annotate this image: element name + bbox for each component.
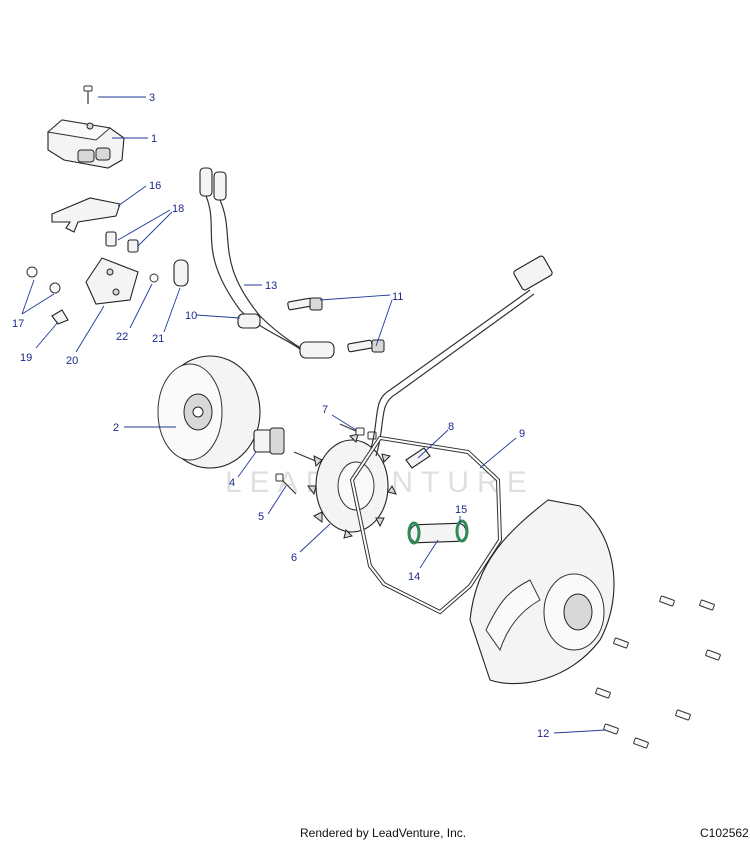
callout-4: 4 (229, 477, 235, 489)
callout-20: 20 (66, 355, 78, 367)
callout-19: 19 (20, 352, 32, 364)
callout-17: 17 (12, 318, 24, 330)
callout-labels: 3 1 16 18 17 19 20 22 21 10 13 11 2 4 5 … (12, 92, 549, 740)
callout-5: 5 (258, 511, 264, 523)
callout-16: 16 (149, 180, 161, 192)
part-16-bracket[interactable] (51, 197, 121, 233)
callout-18: 18 (172, 203, 184, 215)
leader-lines (21, 96, 607, 734)
part-20-plate[interactable] (85, 257, 139, 305)
callout-7: 7 (322, 404, 328, 416)
footer-credit: Rendered by LeadVenture, Inc. (300, 826, 467, 840)
callout-15: 15 (455, 504, 467, 516)
part-4-gear[interactable] (253, 427, 285, 455)
callout-6: 6 (291, 552, 297, 564)
part-18-clips[interactable] (105, 231, 139, 253)
part-12-bolts[interactable] (595, 595, 721, 749)
part-7-screws[interactable] (339, 423, 377, 440)
callout-21: 21 (152, 333, 164, 345)
callout-14: 14 (408, 571, 420, 583)
callout-12: 12 (537, 728, 549, 740)
part-gear-bolt[interactable] (293, 451, 319, 463)
callout-9: 9 (519, 428, 525, 440)
part-2-flywheel[interactable] (157, 355, 261, 469)
part-22-nut[interactable] (149, 273, 159, 283)
diagram-code: C102562 (700, 826, 749, 840)
part-9-gasket[interactable] (349, 435, 503, 615)
callout-2: 2 (113, 422, 119, 434)
callout-8: 8 (448, 421, 454, 433)
part-5-bolt[interactable] (275, 473, 297, 495)
part-11-spark-plugs[interactable] (287, 297, 385, 353)
part-19-clip[interactable] (51, 309, 69, 325)
callout-3: 3 (149, 92, 155, 104)
callout-1: 1 (151, 133, 157, 145)
part-17-bolts[interactable] (26, 266, 61, 294)
callout-22: 22 (116, 331, 128, 343)
part-3-screw[interactable] (83, 85, 93, 104)
generator-housing[interactable] (469, 499, 615, 685)
callout-13: 13 (265, 280, 277, 292)
part-13-ignition-leads[interactable] (199, 167, 335, 359)
callout-10: 10 (185, 310, 197, 322)
part-15-seals[interactable] (407, 519, 469, 545)
part-1-cdi-module[interactable] (46, 119, 125, 169)
callout-11: 11 (392, 291, 403, 303)
stator-wiring-harness[interactable] (369, 255, 553, 457)
part-21-grommet[interactable] (173, 259, 189, 287)
